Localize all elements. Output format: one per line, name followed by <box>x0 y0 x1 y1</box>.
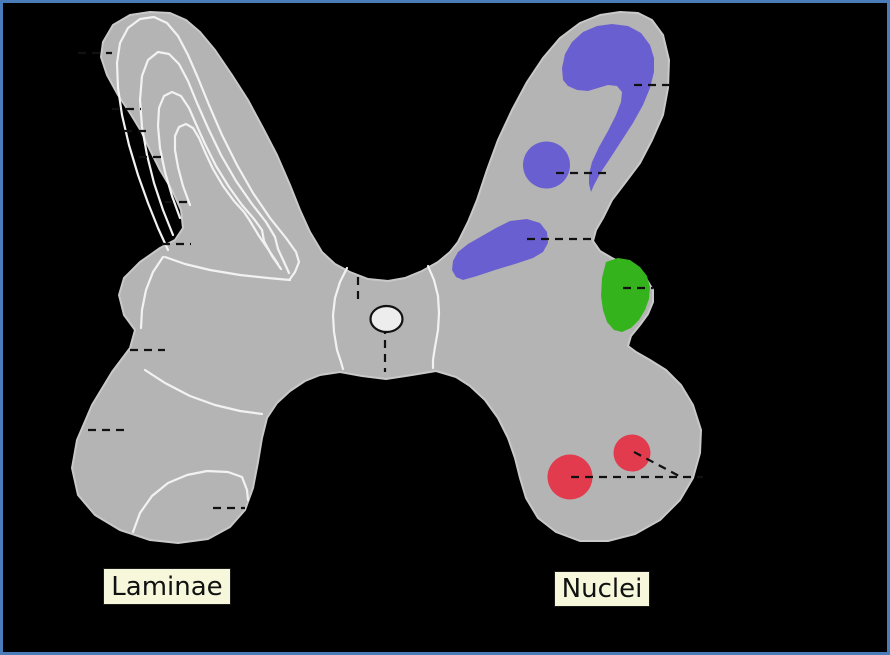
blue-nucleus-band <box>452 219 548 280</box>
lamina-boundary-line-4 <box>173 122 280 266</box>
nucleus-regions <box>452 24 654 500</box>
blue-nucleus-circle <box>523 141 570 189</box>
central-gray-boundary-right <box>426 264 441 370</box>
lamina-boundary-line-7 <box>143 368 264 416</box>
central-gray-boundary-left <box>331 266 349 371</box>
lamina-boundary-lines <box>115 15 441 534</box>
lamina-boundary-line-1 <box>115 15 301 281</box>
laminae-caption-label: Laminae <box>111 571 223 602</box>
red-nucleus-small <box>613 434 651 472</box>
lamina-boundary-line-3 <box>156 90 283 271</box>
leader-line-right-6 <box>633 451 682 478</box>
lamina-boundary-line-8 <box>131 469 250 534</box>
central-canal <box>369 304 404 334</box>
green-nucleus-wedge <box>601 258 650 332</box>
lamina-boundary-line-2 <box>138 50 291 275</box>
leader-lines <box>78 51 703 510</box>
nuclei-caption-label: Nuclei <box>561 574 643 604</box>
nuclei-caption: Nuclei <box>554 571 650 607</box>
lamina-boundary-line-6 <box>139 255 165 330</box>
lamina-boundary-line-5 <box>163 255 292 282</box>
red-nucleus-large <box>547 454 593 500</box>
blue-nucleus-comma <box>562 24 654 192</box>
laminae-caption: Laminae <box>103 568 231 605</box>
